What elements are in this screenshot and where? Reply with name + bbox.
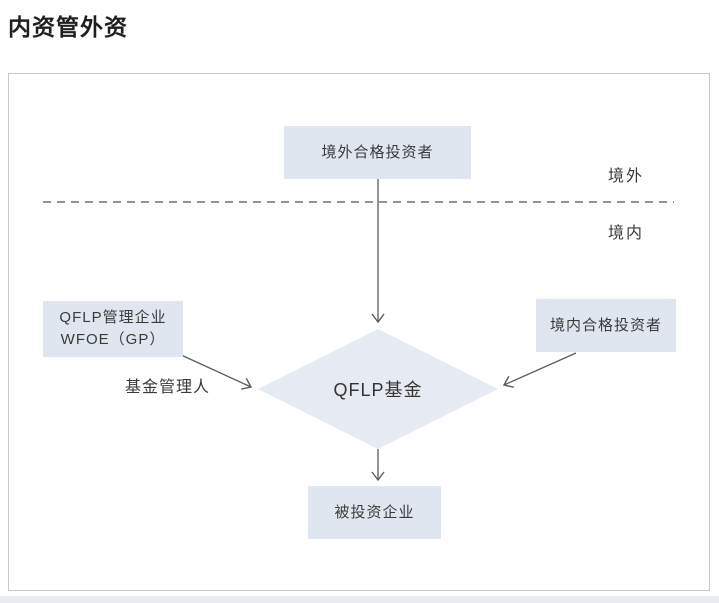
node-offshore-qualified-investor: 境外合格投资者 xyxy=(284,126,471,179)
node-qflp-fund-label: QFLP基金 xyxy=(333,380,423,400)
offshore-zone-label: 境外 xyxy=(607,168,644,185)
qflp-manager-line2: WFOE（GP） xyxy=(60,331,166,348)
node-onshore-qualified-investor: 境内合格投资者 xyxy=(536,299,676,352)
node-investee-enterprise: 被投资企业 xyxy=(308,486,441,539)
qflp-manager-line1: QFLP管理企业 xyxy=(59,309,167,327)
bottom-divider-strip xyxy=(0,596,719,603)
diagram-connectors xyxy=(43,179,674,482)
diagram-canvas: 境外合格投资者 境外 境内 QFLP管理企业 WFOE（GP） 境内合格投资者 … xyxy=(8,73,710,591)
qflp-fund-diamond-shape xyxy=(258,329,498,449)
fund-manager-edge-label: 基金管理人 xyxy=(124,379,210,396)
arrow-onshore-investor-to-fund xyxy=(502,352,577,388)
node-qflp-management-enterprise: QFLP管理企业 WFOE（GP） xyxy=(43,301,183,357)
page-title: 内资管外资 xyxy=(8,14,128,40)
arrow-manager-to-fund xyxy=(178,353,253,390)
onshore-zone-label: 境内 xyxy=(607,225,644,242)
